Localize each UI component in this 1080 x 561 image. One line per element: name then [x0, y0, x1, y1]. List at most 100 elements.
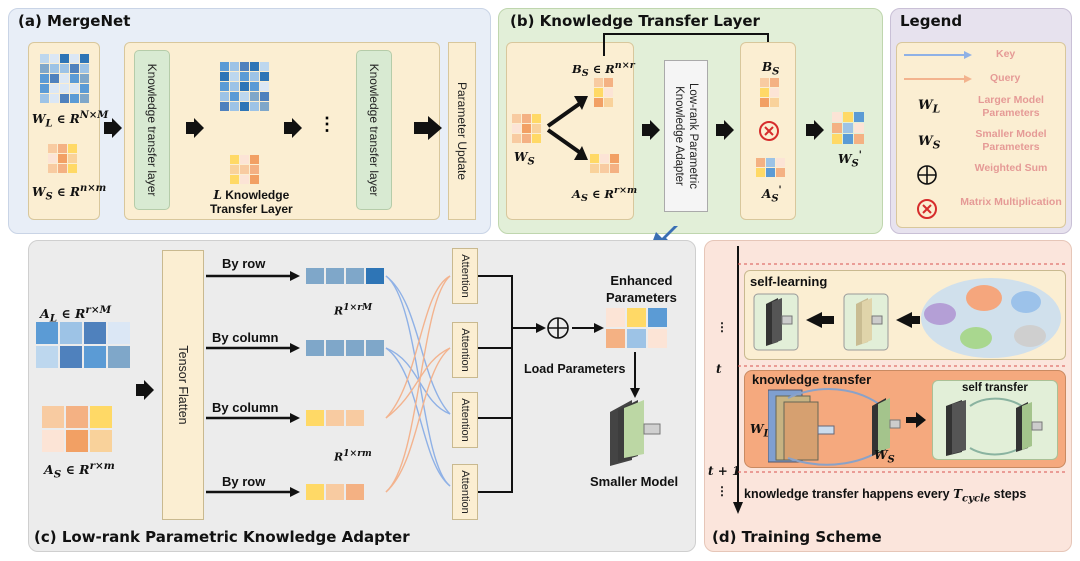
- arrow-right-icon: [572, 323, 604, 333]
- matrix-cell: [80, 94, 89, 103]
- ws-train-label: WS: [874, 448, 895, 466]
- vector-cell: [326, 340, 344, 356]
- matrix-cell: [627, 329, 646, 348]
- matrix-cell: [648, 329, 667, 348]
- ws-matrix-grid: [48, 144, 77, 173]
- matrix-cell: [766, 158, 775, 167]
- lowrank-adapter-box[interactable]: Low-rank Parametric Knowledge Adapter: [664, 60, 708, 212]
- matrix-cell: [756, 158, 765, 167]
- arrow-right-icon: [284, 118, 302, 138]
- by-row-label-2: By row: [222, 474, 266, 489]
- kt-models: [768, 388, 901, 466]
- parameter-update-box[interactable]: Parameter Update: [448, 42, 476, 220]
- matrix-cell: [600, 154, 609, 163]
- al-label: AL ∈ Rr×M: [40, 304, 112, 325]
- matrix-cell: [760, 78, 769, 87]
- attention-block-3[interactable]: Attention: [452, 392, 478, 448]
- matrix-cell: [240, 72, 249, 81]
- legend-larger-params: Larger Model Parameters: [978, 94, 1044, 119]
- key-arrow-icon: [904, 51, 972, 59]
- matrix-cell: [40, 74, 49, 83]
- matrix-cell: [250, 175, 259, 184]
- ws-matrix: [512, 114, 541, 143]
- matrix-multiplication-icon: [917, 199, 937, 219]
- al-matrix: [36, 322, 130, 368]
- matrix-cell: [230, 62, 239, 71]
- vector-cell: [366, 340, 384, 356]
- matrix-cell: [512, 124, 521, 133]
- matrix-cell: [60, 64, 69, 73]
- knowledge-transfer-layer-box-2[interactable]: Knowledge transfer layer: [356, 50, 392, 210]
- matrix-cell: [70, 64, 79, 73]
- attention-merge-lines: [478, 275, 546, 493]
- arrow-right-icon: [414, 116, 442, 140]
- wl-train-label: WL: [750, 422, 771, 440]
- vector-cell: [326, 410, 344, 426]
- knowledge-transfer-layer-box-1[interactable]: Knowledge transfer layer: [134, 50, 170, 210]
- matrix-cell: [832, 123, 842, 133]
- matrix-cell: [240, 102, 249, 111]
- legend-inner: [896, 42, 1066, 228]
- matrix-cell: [40, 54, 49, 63]
- matrix-cell: [68, 164, 77, 173]
- vector-cell: [306, 268, 324, 284]
- enhanced-params-matrix: [606, 308, 667, 348]
- matrix-multiplication-icon: [759, 121, 779, 141]
- mergenet-title: (a) MergeNet: [18, 12, 131, 30]
- legend-query: Query: [990, 72, 1021, 84]
- attention-block-1[interactable]: Attention: [452, 248, 478, 304]
- matrix-cell: [610, 164, 619, 173]
- matrix-cell: [594, 88, 603, 97]
- vector-cell: [346, 268, 364, 284]
- matrix-cell: [84, 322, 106, 344]
- matrix-cell: [250, 92, 259, 101]
- matrix-cell: [58, 154, 67, 163]
- matrix-cell: [80, 54, 89, 63]
- matrix-cell: [590, 164, 599, 173]
- matrix-cell: [522, 134, 531, 143]
- matrix-cell: [240, 92, 249, 101]
- attention-block-2[interactable]: Attention: [452, 322, 478, 378]
- arrow-right-icon: [806, 120, 824, 140]
- matrix-cell: [108, 322, 130, 344]
- matrix-cell: [250, 82, 259, 91]
- self-learning-models: [753, 293, 920, 351]
- legend-ws-symbol: WS: [918, 134, 941, 152]
- matrix-cell: [250, 72, 259, 81]
- knowledge-transfer-label: knowledge transfer: [752, 372, 872, 387]
- timeline-dashes: [738, 263, 1068, 473]
- matrix-cell: [512, 134, 521, 143]
- matrix-cell: [250, 165, 259, 174]
- vector-cell: [326, 268, 344, 284]
- weighted-sum-icon: [917, 165, 937, 185]
- matrix-cell: [532, 134, 541, 143]
- attention-block-4[interactable]: Attention: [452, 464, 478, 520]
- ktl-count-label: L Knowledge Transfer Layer: [210, 188, 293, 216]
- matrix-cell: [90, 406, 112, 428]
- weighted-sum-icon: [547, 317, 569, 339]
- matrix-cell: [60, 322, 82, 344]
- matrix-cell: [58, 164, 67, 173]
- matrix-cell: [240, 175, 249, 184]
- matrix-cell: [60, 54, 69, 63]
- vector-cell: [346, 484, 364, 500]
- t-label: t: [716, 362, 722, 376]
- r1rm-top-label: R1×rM: [334, 302, 373, 318]
- matrix-cell: [84, 346, 106, 368]
- matrix-cell: [80, 74, 89, 83]
- matrix-cell: [230, 175, 239, 184]
- matrix-cell: [70, 94, 79, 103]
- matrix-cell: [40, 94, 49, 103]
- adapter-title: (c) Low-rank Parametric Knowledge Adapte…: [34, 528, 410, 546]
- matrix-cell: [250, 62, 259, 71]
- matrix-cell: [532, 114, 541, 123]
- matrix-cell: [240, 62, 249, 71]
- matrix-cell: [854, 134, 864, 144]
- matrix-cell: [66, 406, 88, 428]
- by-row-label-1: By row: [222, 256, 266, 271]
- matrix-cell: [48, 144, 57, 153]
- matrix-cell: [48, 154, 57, 163]
- tensor-flatten-box[interactable]: Tensor Flatten: [162, 250, 204, 520]
- matrix-cell: [90, 430, 112, 452]
- matrix-cell: [843, 112, 853, 122]
